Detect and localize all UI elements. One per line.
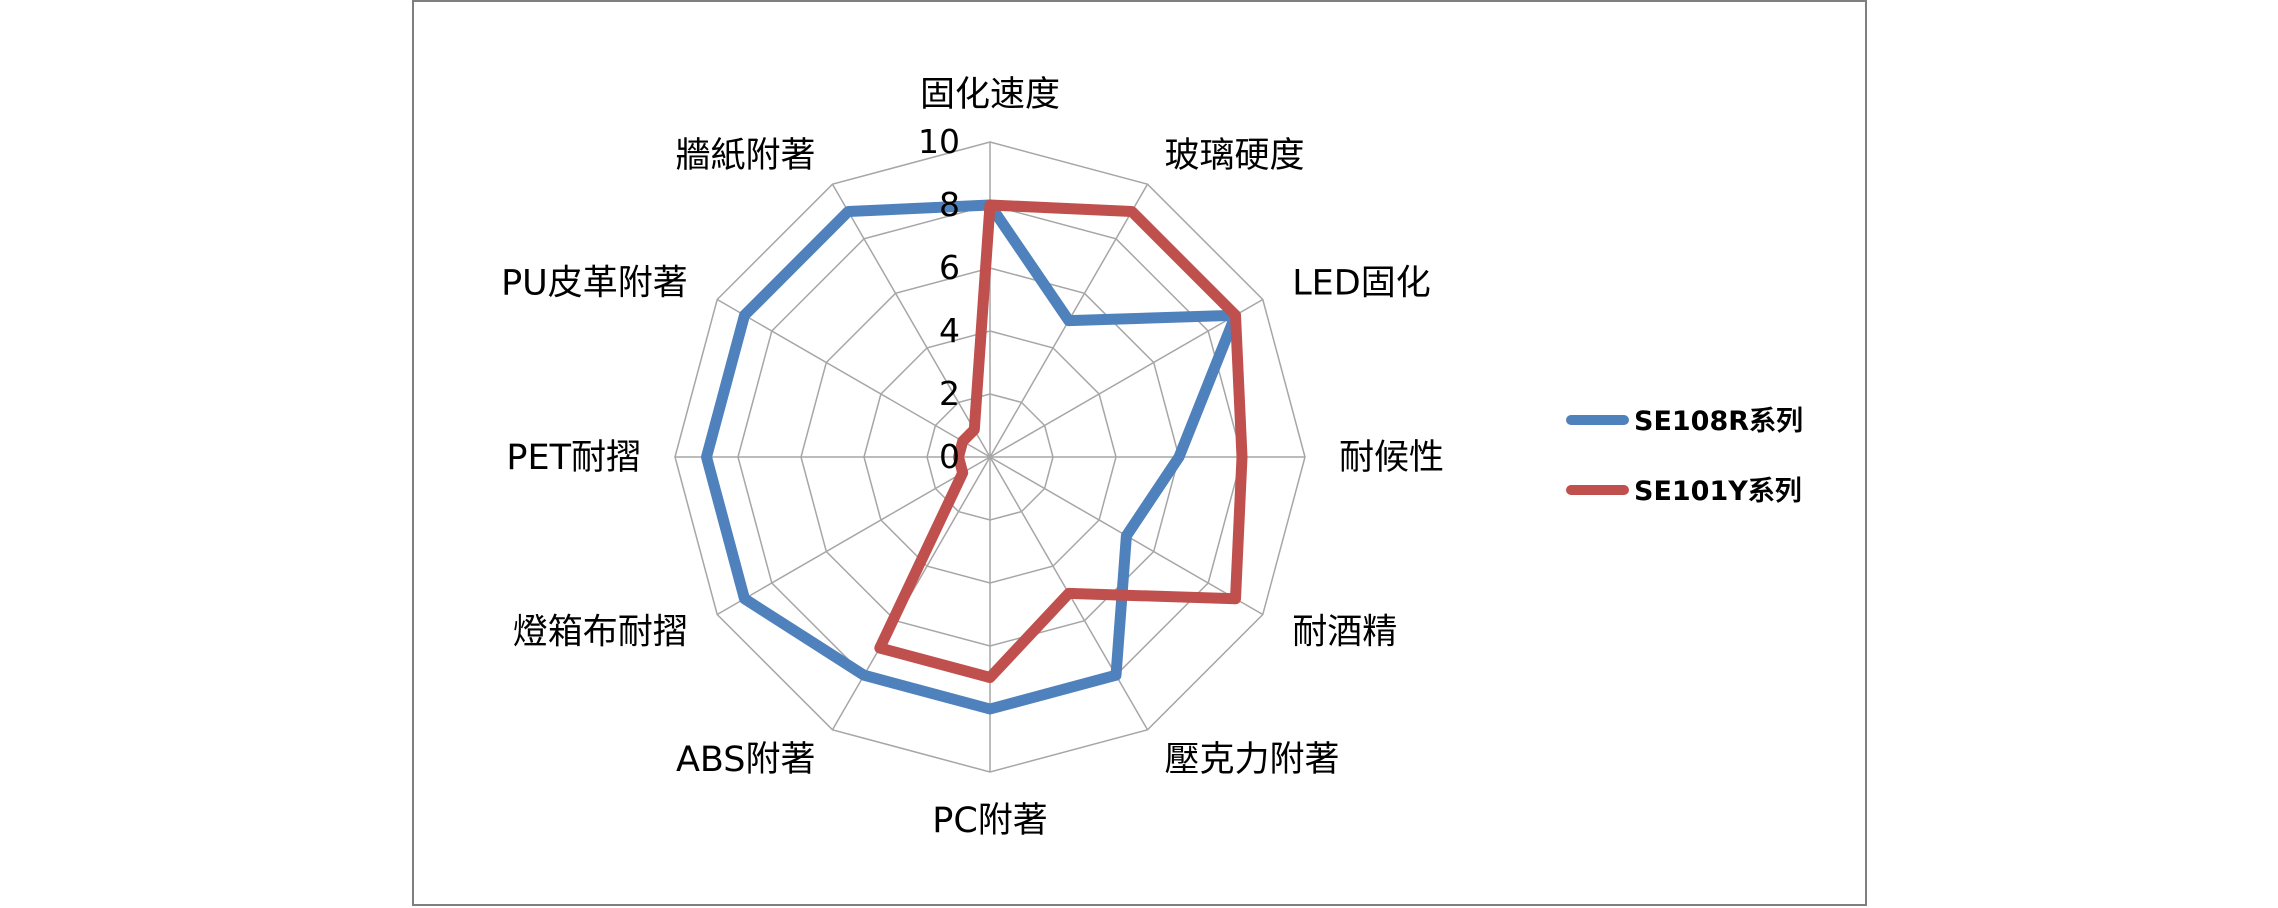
tick-label: 8 bbox=[939, 185, 960, 224]
tick-label: 0 bbox=[939, 437, 960, 476]
category-label: 牆紙附著 bbox=[675, 136, 815, 176]
category-label: 壓克力附著 bbox=[1165, 740, 1340, 780]
category-label: 固化速度 bbox=[920, 75, 1060, 115]
category-label: 耐酒精 bbox=[1292, 613, 1397, 653]
tick-label: 2 bbox=[939, 374, 960, 413]
category-label: PC附著 bbox=[932, 801, 1048, 841]
legend-label-se108r: SE108R系列 bbox=[1634, 406, 1803, 437]
category-label: PET耐摺 bbox=[506, 438, 641, 478]
grid-spoke bbox=[716, 298, 991, 458]
category-label: 耐候性 bbox=[1339, 438, 1444, 478]
category-label: PU皮革附著 bbox=[501, 264, 688, 304]
legend: SE108R系列 SE101Y系列 bbox=[1566, 406, 1803, 507]
radial-ticks: 0 2 4 6 8 10 bbox=[918, 122, 960, 476]
grid-spoke bbox=[831, 183, 991, 458]
category-label: 燈箱布耐摺 bbox=[513, 613, 688, 653]
tick-label: 4 bbox=[939, 311, 960, 350]
tick-label: 6 bbox=[939, 248, 960, 287]
series-line-1 bbox=[874, 199, 1248, 683]
category-label: ABS附著 bbox=[676, 740, 816, 780]
chart-frame: 0 2 4 6 8 10 固化速度玻璃硬度 LED固化耐候性耐酒精壓克力附著 PC附著 ABS附… bbox=[412, 0, 1867, 906]
radar-series bbox=[701, 199, 1248, 715]
legend-label-se101y: SE101Y系列 bbox=[1634, 476, 1802, 507]
tick-label: 10 bbox=[918, 122, 960, 161]
category-label: 玻璃硬度 bbox=[1165, 136, 1305, 176]
grid-spoke bbox=[716, 456, 991, 616]
grid-spoke bbox=[989, 298, 1264, 458]
category-label: LED固化 bbox=[1292, 264, 1431, 304]
